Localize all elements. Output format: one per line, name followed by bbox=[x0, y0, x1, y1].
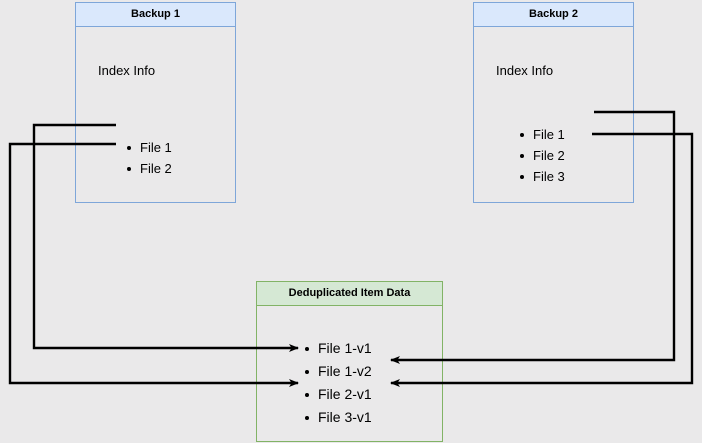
list-item[interactable]: File 1 bbox=[125, 137, 172, 158]
list-item[interactable]: File 3-v1 bbox=[303, 406, 372, 429]
deduplicated-item-data-body: File 1-v1 File 1-v2 File 2-v1 File 3-v1 bbox=[257, 306, 442, 443]
backup-2-index-info-label: Index Info bbox=[496, 63, 554, 78]
backup-1-title: Backup 1 bbox=[76, 3, 235, 27]
backup-1-body: Index Info File 1 File 2 bbox=[76, 27, 235, 204]
list-item[interactable]: File 2 bbox=[518, 145, 565, 166]
list-item[interactable]: File 2 bbox=[125, 158, 172, 179]
list-item[interactable]: File 3 bbox=[518, 166, 565, 187]
list-item[interactable]: File 2-v1 bbox=[303, 383, 372, 406]
backup-1-index-info-label: Index Info bbox=[98, 63, 156, 78]
list-item[interactable]: File 1 bbox=[518, 124, 565, 145]
backup-2-body: Index Info File 1 File 2 File 3 bbox=[474, 27, 633, 204]
backup-2-file-list: File 1 File 2 File 3 bbox=[518, 124, 565, 187]
backup-2-title: Backup 2 bbox=[474, 3, 633, 27]
list-item[interactable]: File 1-v2 bbox=[303, 360, 372, 383]
backup-1-box[interactable]: Backup 1 Index Info File 1 File 2 bbox=[75, 2, 236, 203]
backup-1-file-list: File 1 File 2 bbox=[125, 137, 172, 179]
deduplicated-item-data-box[interactable]: Deduplicated Item Data File 1-v1 File 1-… bbox=[256, 281, 443, 442]
backup-2-box[interactable]: Backup 2 Index Info File 1 File 2 File 3 bbox=[473, 2, 634, 203]
deduplicated-item-data-title: Deduplicated Item Data bbox=[257, 282, 442, 306]
list-item[interactable]: File 1-v1 bbox=[303, 337, 372, 360]
dedup-item-list: File 1-v1 File 1-v2 File 2-v1 File 3-v1 bbox=[303, 337, 372, 429]
